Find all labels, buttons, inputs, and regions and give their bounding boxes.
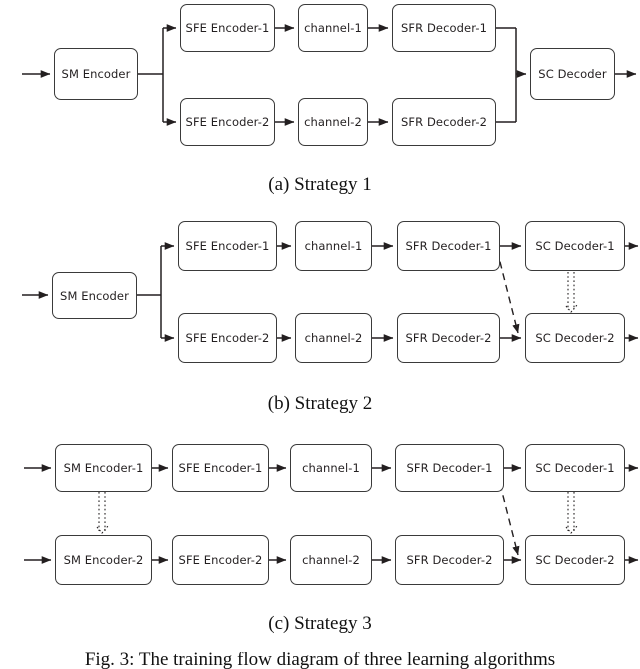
block-sc-decoder-1-b[interactable]: SC Decoder-1 (525, 221, 625, 271)
block-sfe-encoder-2-b[interactable]: SFE Encoder-2 (178, 313, 277, 363)
block-label: SFR Decoder-1 (401, 21, 487, 35)
block-channel-2-c[interactable]: channel-2 (290, 535, 372, 585)
block-sfr-decoder-1-b[interactable]: SFR Decoder-1 (397, 221, 500, 271)
block-label: SC Decoder-1 (535, 461, 615, 475)
block-sc-decoder-2-c[interactable]: SC Decoder-2 (525, 535, 625, 585)
block-label: SC Decoder (538, 67, 607, 81)
block-label: SC Decoder-1 (535, 239, 615, 253)
block-sc-decoder-a[interactable]: SC Decoder (530, 48, 615, 100)
block-label: SFR Decoder-2 (405, 331, 492, 345)
block-label: SM Encoder (60, 288, 129, 303)
block-label: SM Encoder-2 (63, 553, 144, 567)
panel-caption-c-text: (c) Strategy 3 (268, 613, 372, 634)
block-label: channel-1 (304, 239, 363, 253)
block-label: SFE Encoder-2 (185, 331, 270, 345)
dashed-link-sfr1-to-sc2-b (496, 249, 520, 334)
block-sfr-decoder-2-c[interactable]: SFR Decoder-2 (395, 535, 504, 585)
figure-caption: Fig. 3: The training flow diagram of thr… (0, 652, 640, 669)
block-label: channel-2 (302, 553, 360, 567)
panel-caption-b: (b) Strategy 2 (0, 393, 640, 415)
block-sc-decoder-1-c[interactable]: SC Decoder-1 (525, 444, 625, 492)
panel-c-arrows (24, 464, 639, 564)
block-label: SC Decoder-2 (535, 331, 615, 345)
panel-caption-b-text: (b) Strategy 2 (267, 393, 373, 414)
block-sm-encoder-1-c[interactable]: SM Encoder-1 (55, 444, 152, 492)
block-label: SFE Encoder-1 (185, 239, 270, 253)
block-sfe-encoder-1-a[interactable]: SFE Encoder-1 (180, 4, 275, 52)
panel-caption-a-text: (a) Strategy 1 (268, 174, 372, 195)
block-label: channel-2 (304, 115, 362, 129)
block-label: SFR Decoder-2 (406, 553, 493, 567)
figure-caption-clip: Fig. 3: The training flow diagram of thr… (0, 652, 640, 669)
block-label: SM Encoder-1 (63, 461, 144, 475)
block-sfe-encoder-2-a[interactable]: SFE Encoder-2 (180, 98, 275, 146)
dotted-link-sc1-to-sc2-b (565, 272, 578, 313)
block-sm-encoder-b[interactable]: SM Encoder (52, 272, 137, 319)
block-channel-1-c[interactable]: channel-1 (290, 444, 372, 492)
block-sm-encoder-2-c[interactable]: SM Encoder-2 (55, 535, 152, 585)
block-sfe-encoder-2-c[interactable]: SFE Encoder-2 (172, 535, 269, 585)
block-channel-1-b[interactable]: channel-1 (295, 221, 372, 271)
block-sc-decoder-2-b[interactable]: SC Decoder-2 (525, 313, 625, 363)
block-sfr-decoder-2-a[interactable]: SFR Decoder-2 (392, 98, 496, 146)
block-sfe-encoder-1-c[interactable]: SFE Encoder-1 (172, 444, 269, 492)
panel-b-arrows (22, 242, 639, 342)
block-channel-1-a[interactable]: channel-1 (298, 4, 368, 52)
panel-caption-a: (a) Strategy 1 (0, 174, 640, 196)
block-label: SFE Encoder-1 (178, 461, 263, 475)
block-label: channel-1 (302, 461, 360, 475)
panel-caption-c: (c) Strategy 3 (0, 613, 640, 635)
block-label: channel-2 (304, 331, 363, 345)
block-label: SC Decoder-2 (535, 553, 615, 567)
block-label: SFE Encoder-1 (185, 21, 270, 35)
block-label: channel-1 (304, 21, 362, 35)
block-sfr-decoder-1-c[interactable]: SFR Decoder-1 (395, 444, 504, 492)
block-sfe-encoder-1-b[interactable]: SFE Encoder-1 (178, 221, 277, 271)
block-label: SFE Encoder-2 (178, 553, 263, 567)
block-label: SFR Decoder-1 (405, 239, 492, 253)
block-channel-2-a[interactable]: channel-2 (298, 98, 368, 146)
block-label: SM Encoder (61, 67, 131, 81)
block-sfr-decoder-1-a[interactable]: SFR Decoder-1 (392, 4, 496, 52)
figure-caption-text: Fig. 3: The training flow diagram of thr… (84, 652, 556, 669)
block-sm-encoder-a[interactable]: SM Encoder (54, 48, 138, 100)
block-channel-2-b[interactable]: channel-2 (295, 313, 372, 363)
block-sfr-decoder-2-b[interactable]: SFR Decoder-2 (397, 313, 500, 363)
block-label: SFR Decoder-2 (401, 115, 487, 129)
block-label: SFE Encoder-2 (185, 115, 270, 129)
dotted-link-sm1-to-sm2-c (96, 492, 109, 534)
panel-a-arrows (22, 24, 637, 126)
block-label: SFR Decoder-1 (406, 461, 493, 475)
dotted-link-sc1-to-sc2-c (565, 492, 578, 534)
